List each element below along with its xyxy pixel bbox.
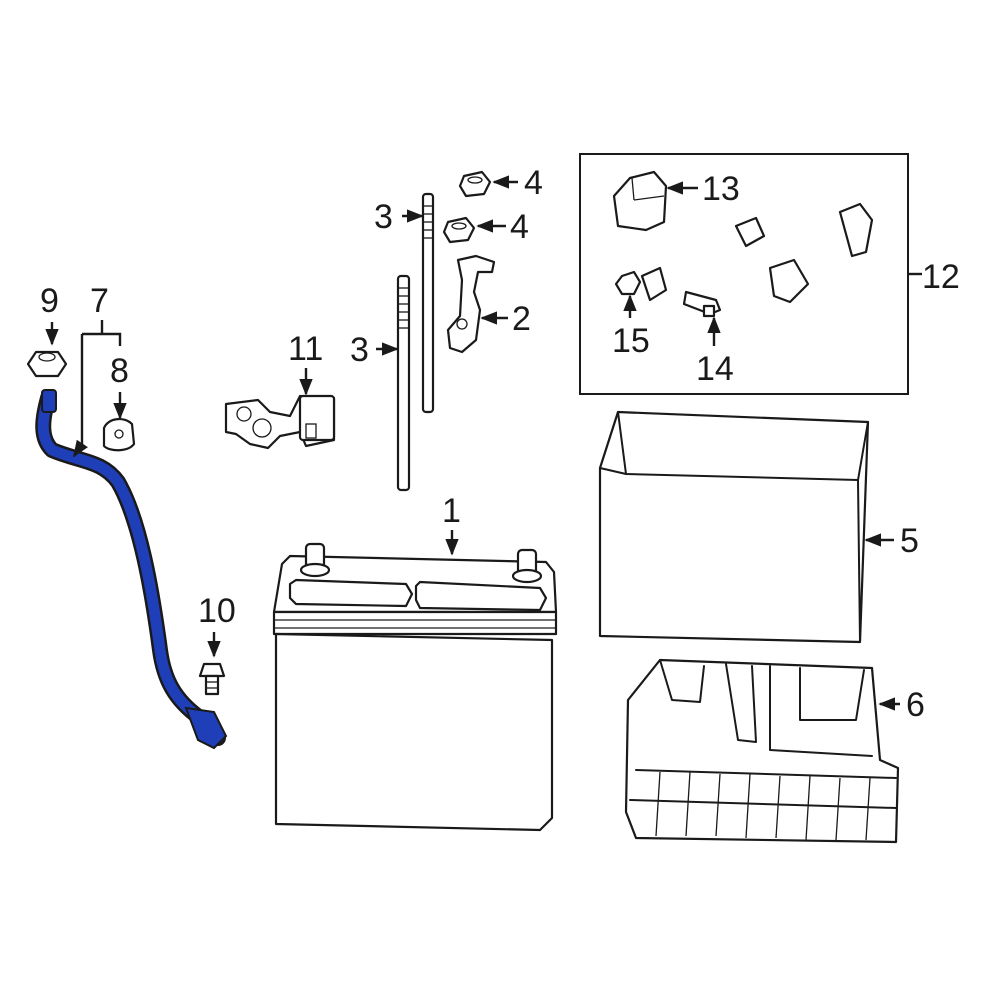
bolt-part-14[interactable] — [682, 290, 722, 318]
callout-6: 6 — [906, 686, 925, 724]
cable-assembly-part-12[interactable] — [640, 202, 874, 304]
callout-3a: 3 — [374, 198, 393, 236]
callout-13: 13 — [702, 170, 740, 208]
nut-part-4-a[interactable] — [458, 170, 492, 198]
callout-1: 1 — [442, 492, 461, 530]
nut-part-15[interactable] — [614, 270, 642, 296]
callout-15: 15 — [612, 322, 650, 360]
callout-7: 7 — [90, 282, 109, 320]
hold-down-bracket-part-2[interactable] — [446, 254, 496, 354]
leader-lines — [45, 175, 922, 711]
nut-part-4-b[interactable] — [442, 216, 476, 244]
battery-sensor-part-11[interactable] — [224, 394, 336, 450]
battery-part-1[interactable] — [272, 542, 558, 832]
battery-tray-part-6[interactable] — [624, 658, 900, 844]
callout-2: 2 — [512, 300, 531, 338]
callout-9: 9 — [40, 282, 59, 320]
callout-11: 11 — [288, 330, 323, 368]
callout-10: 10 — [198, 592, 236, 630]
hold-down-rod-part-3-b[interactable] — [396, 274, 411, 492]
bolt-part-10[interactable] — [198, 662, 226, 696]
callout-5: 5 — [900, 522, 919, 560]
callout-12: 12 — [922, 258, 960, 296]
callout-14: 14 — [696, 350, 734, 388]
callout-labels: 1 2 3 3 4 4 5 6 7 8 9 10 11 12 13 14 15 — [40, 164, 960, 724]
callout-8: 8 — [110, 352, 129, 390]
callout-4b: 4 — [510, 208, 529, 246]
terminal-cover-part-8[interactable] — [102, 418, 136, 452]
nut-part-9[interactable] — [26, 350, 68, 378]
terminal-cover-part-13[interactable] — [612, 170, 668, 232]
battery-insulator-part-5[interactable] — [598, 410, 870, 644]
hold-down-rod-part-3-a[interactable] — [421, 192, 435, 414]
callout-4a: 4 — [524, 164, 543, 202]
callout-3b: 3 — [350, 331, 369, 369]
battery-cable-part-7[interactable] — [35, 389, 228, 750]
